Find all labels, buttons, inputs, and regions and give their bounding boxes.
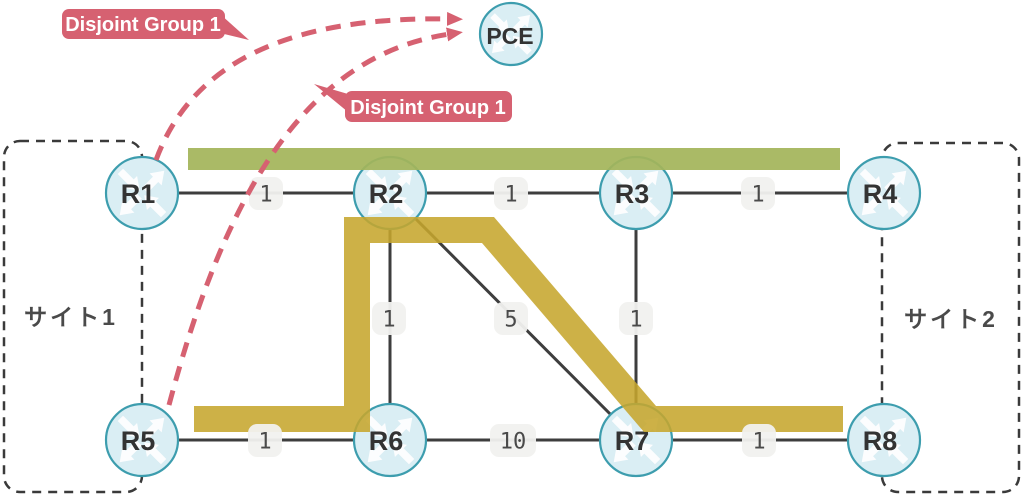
pce-node: PCE (478, 1, 544, 67)
highlighted-path-green (188, 148, 840, 170)
router-label: R8 (863, 426, 898, 456)
router-label: R5 (121, 426, 156, 456)
cost-badge-r2-r3: 1 (494, 177, 528, 210)
router-node-r5: R5 (104, 402, 180, 478)
svg-text:1: 1 (504, 183, 517, 208)
cost-badge-r3-r7: 1 (619, 302, 653, 335)
report-arrow-from-r1 (153, 11, 463, 161)
cost-badge-r7-r8: 1 (742, 424, 776, 457)
callout-disjoint-group-1-middle: Disjoint Group 1 (314, 84, 512, 122)
svg-text:1: 1 (382, 308, 395, 333)
pce-label: PCE (486, 23, 533, 49)
router-label: R1 (121, 179, 156, 209)
report-arrow-from-r5 (166, 27, 463, 406)
router-label: R2 (369, 179, 404, 209)
svg-text:1: 1 (752, 430, 765, 455)
router-label: R6 (369, 426, 404, 456)
svg-text:5: 5 (504, 308, 517, 333)
site-2-box (880, 141, 1021, 494)
svg-text:1: 1 (258, 430, 271, 455)
router-node-r6: R6 (352, 402, 428, 478)
cost-badge-r5-r6: 1 (248, 424, 282, 457)
highlighted-path-olive (194, 217, 843, 432)
callout-disjoint-group-1-top: Disjoint Group 1 (62, 9, 249, 40)
router-node-r4: R4 (846, 155, 922, 231)
router-label: R4 (863, 179, 898, 209)
cost-badge-r1-r2: 1 (249, 177, 283, 210)
site-2-label: サイト2 (904, 306, 998, 332)
svg-text:1: 1 (629, 308, 642, 333)
cost-badge-r2-r7: 5 (494, 302, 528, 335)
site-1-label: サイト1 (24, 304, 118, 330)
cost-badge-r6-r7: 10 (490, 424, 536, 457)
pce-report-arrows (153, 11, 463, 406)
router-node-r8: R8 (846, 402, 922, 478)
cost-badges: 1 1 1 1 10 1 1 5 (248, 177, 776, 457)
svg-text:10: 10 (500, 430, 527, 455)
svg-text:1: 1 (259, 183, 272, 208)
svg-text:1: 1 (751, 183, 764, 208)
site-1-box (2, 139, 144, 494)
cost-badge-r2-r6: 1 (372, 302, 406, 335)
router-label: R3 (615, 179, 650, 209)
cost-badge-r3-r4: 1 (741, 177, 775, 210)
svg-text:Disjoint Group 1: Disjoint Group 1 (65, 14, 221, 36)
svg-text:Disjoint Group 1: Disjoint Group 1 (350, 97, 506, 119)
router-node-r1: R1 (104, 155, 180, 231)
router-node-r3: R3 (598, 155, 674, 231)
